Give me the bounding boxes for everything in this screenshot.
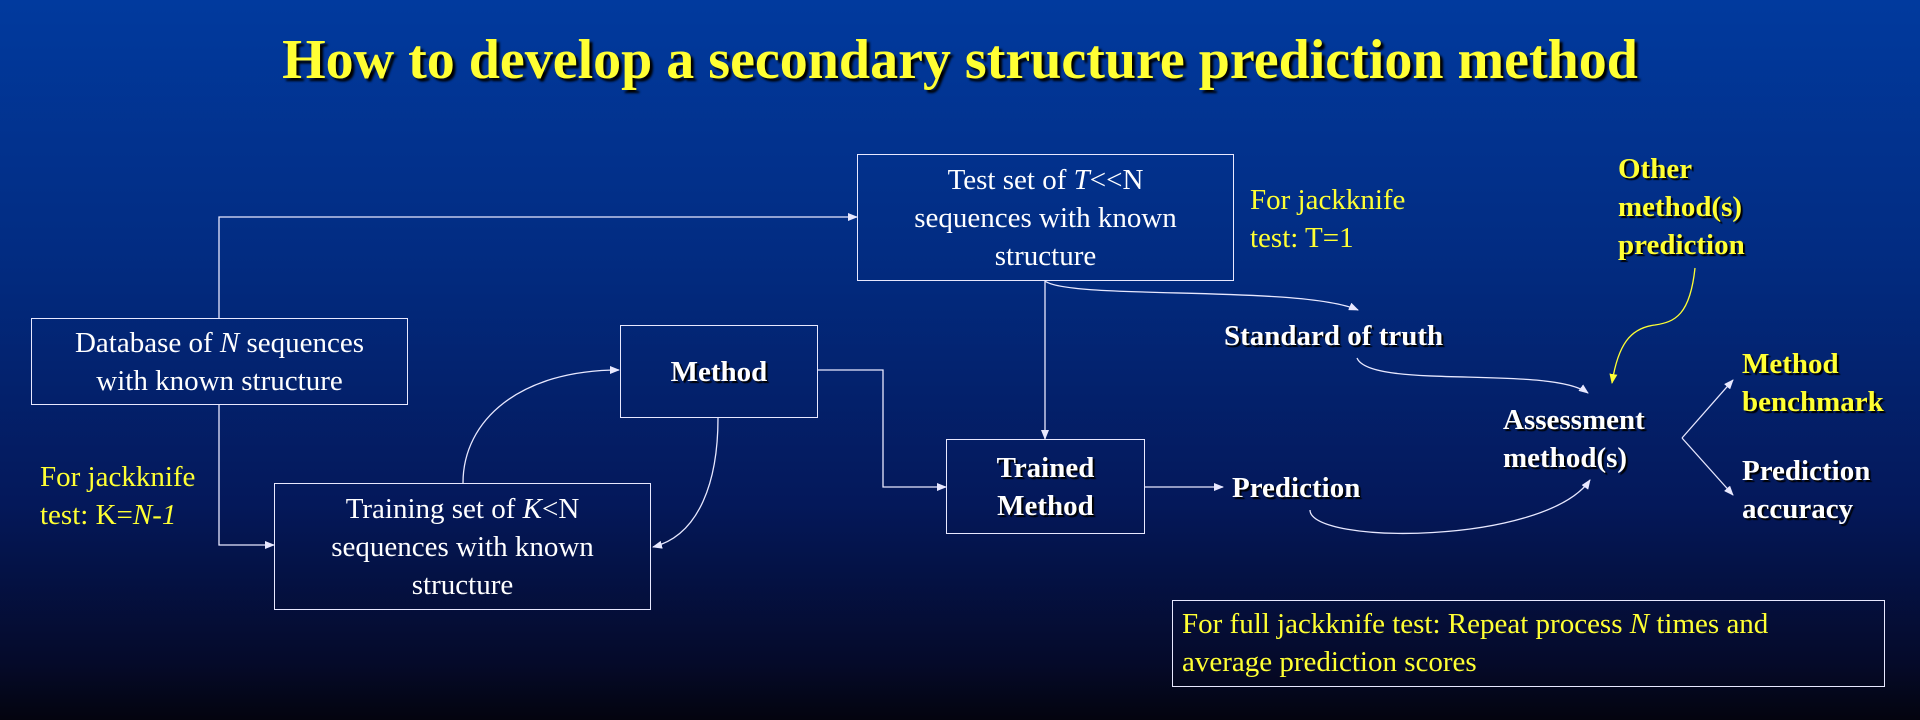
arrow-training-to-method [462,366,620,484]
arrow-other-to-assessment [1609,267,1696,384]
prediction-label: Prediction [1232,472,1361,504]
method-box: Method [620,325,818,418]
training-set-suffix: <N [542,492,580,525]
prediction-accuracy-label: Prediction accuracy [1742,452,1870,528]
jackknife-train-prefix: test: K= [40,499,133,531]
database-box: Database of N sequences with known struc… [31,318,408,405]
assessment-line2: method(s) [1503,442,1628,474]
database-line2: with known structure [96,364,343,397]
other-methods-line2: method(s) [1618,191,1743,223]
database-var: N [219,326,240,359]
arrow-assessment-to-benchmark [1681,379,1734,439]
training-set-line3: structure [411,568,514,601]
prediction-accuracy-line1: Prediction [1742,455,1871,487]
trained-method-line1: Trained [996,451,1095,484]
trained-method-line2: Method [997,489,1094,522]
arrow-prediction-to-assessment [1309,479,1591,535]
test-set-line3: structure [994,239,1097,272]
training-set-var: K [522,492,542,525]
training-set-prefix: Training set of [345,492,523,525]
arrow-method-to-trained [818,369,947,491]
database-suffix: sequences [239,326,365,359]
page-title: How to develop a secondary structure pre… [282,29,1638,91]
arrow-assessment-to-accuracy [1681,437,1734,496]
database-prefix: Database of [74,326,220,359]
arrow-database-to-test-set [218,213,858,318]
training-set-box: Training set of K<N sequences with known… [274,483,651,610]
assessment-line1: Assessment [1503,404,1645,436]
other-methods-label: Other method(s) prediction [1618,150,1745,264]
method-benchmark-label: Method benchmark [1742,345,1884,421]
method-label: Method [670,355,768,388]
note-prefix: For full jackknife test: Repeat process [1182,608,1630,640]
jackknife-test-line1: For jackknife [1250,184,1406,216]
test-set-suffix: <<N [1089,163,1144,196]
jackknife-train-label: For jackknife test: K=N-1 [40,458,195,534]
jackknife-test-line2: test: T=1 [1250,222,1354,254]
test-set-prefix: Test set of [947,163,1074,196]
trained-method-box: Trained Method [946,439,1145,534]
jackknife-train-var: N-1 [132,499,177,531]
full-jackknife-note: For full jackknife test: Repeat process … [1172,600,1885,687]
test-set-line2: sequences with known [914,201,1177,234]
note-suffix: times and [1649,608,1769,640]
jackknife-train-line1: For jackknife [40,461,196,493]
arrow-method-to-training [652,417,719,549]
test-set-var: T [1073,163,1090,196]
arrow-database-to-training-set [218,405,275,549]
jackknife-test-label: For jackknife test: T=1 [1250,181,1405,257]
training-set-line2: sequences with known [331,530,594,563]
method-benchmark-line1: Method [1742,348,1839,380]
note-line2: average prediction scores [1182,646,1477,678]
assessment-label: Assessment method(s) [1503,401,1645,477]
prediction-accuracy-line2: accuracy [1742,493,1854,525]
note-var: N [1629,608,1650,640]
method-benchmark-line2: benchmark [1742,386,1884,418]
standard-of-truth-label: Standard of truth [1224,320,1444,352]
arrow-truth-to-assessment [1356,357,1589,394]
other-methods-line3: prediction [1618,229,1745,261]
test-set-box: Test set of T<<N sequences with known st… [857,154,1234,281]
other-methods-line1: Other [1618,153,1693,185]
arrow-test-to-truth [1044,280,1359,311]
